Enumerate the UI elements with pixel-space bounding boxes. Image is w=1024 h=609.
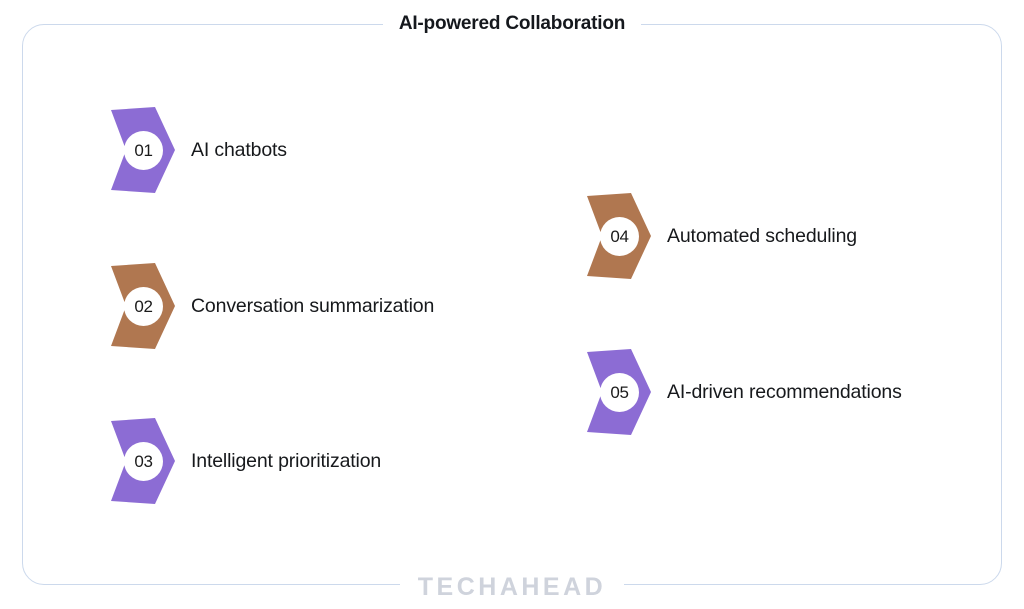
feature-label-05: AI-driven recommendations: [667, 380, 902, 403]
feature-item-01[interactable]: 01 AI chatbots: [107, 106, 287, 194]
feature-number-02: 02: [124, 287, 163, 326]
feature-number-05: 05: [600, 373, 639, 412]
chevron-badge-icon: 05: [583, 348, 651, 436]
feature-label-03: Intelligent prioritization: [191, 449, 382, 472]
feature-item-05[interactable]: 05 AI-driven recommendations: [583, 348, 902, 436]
feature-label-04: Automated scheduling: [667, 224, 857, 247]
chevron-badge-icon: 04: [583, 192, 651, 280]
feature-number-03: 03: [124, 442, 163, 481]
feature-label-01: AI chatbots: [191, 138, 287, 161]
feature-item-02[interactable]: 02 Conversation summarization: [107, 262, 434, 350]
chevron-badge-icon: 02: [107, 262, 175, 350]
feature-item-03[interactable]: 03 Intelligent prioritization: [107, 417, 381, 505]
feature-label-02: Conversation summarization: [191, 294, 435, 317]
feature-number-04: 04: [600, 217, 639, 256]
feature-number-01: 01: [124, 131, 163, 170]
chevron-badge-icon: 01: [107, 106, 175, 194]
chevron-badge-icon: 03: [107, 417, 175, 505]
feature-item-04[interactable]: 04 Automated scheduling: [583, 192, 857, 280]
